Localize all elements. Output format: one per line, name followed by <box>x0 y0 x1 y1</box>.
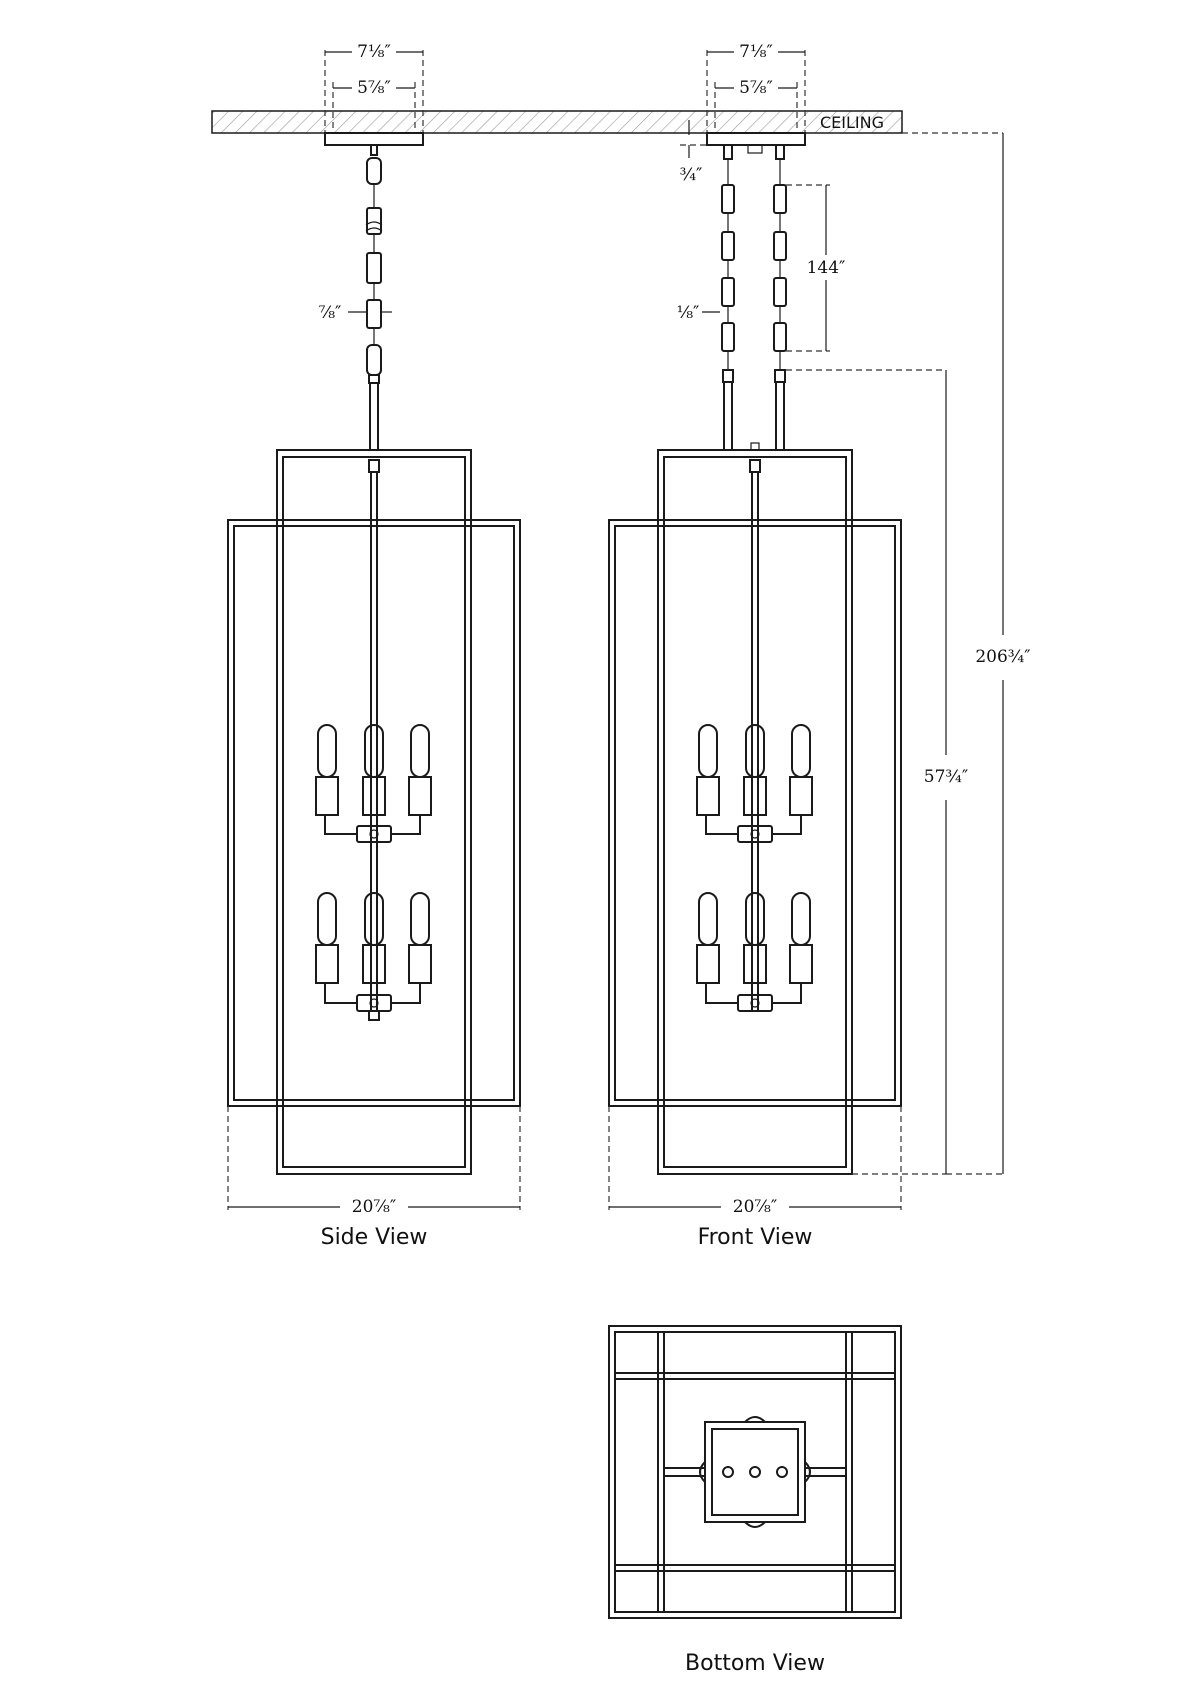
side-inner-frame-outer <box>276 449 472 1175</box>
side-stem <box>369 382 379 451</box>
side-coupler <box>368 459 380 473</box>
side-canopy-dims: 7⅛″ 5⅞″ <box>324 42 424 133</box>
svg-text:57¾″: 57¾″ <box>924 767 968 787</box>
ceiling-label: CEILING <box>820 113 884 132</box>
bottom-canopy-plate <box>704 1421 806 1523</box>
side-canopy-outer-dim: 7⅛″ <box>357 42 391 62</box>
chain-length-dim: 144″ <box>786 184 846 352</box>
side-lower-cluster <box>315 892 432 1021</box>
front-view-label: Front View <box>698 1225 813 1250</box>
front-canopy-inner-dim: 5⅞″ <box>739 78 773 98</box>
front-inner-frame-outer <box>657 449 853 1175</box>
side-outer-frame-inner <box>233 525 515 1101</box>
bottom-screw-center <box>749 1466 761 1478</box>
chain-link-width-dim: ⅞″ <box>319 303 342 323</box>
front-inner-frame-inner <box>663 456 847 1168</box>
overall-height-dim: 206¾″ <box>902 132 1031 1175</box>
bottom-screw-right <box>776 1466 788 1478</box>
front-lower-cluster <box>696 892 813 1012</box>
svg-text:206¾″: 206¾″ <box>975 647 1030 667</box>
chain-gap-dim: ⅛″ <box>677 303 700 323</box>
front-canopy-dims: 7⅛″ 5⅞″ <box>706 42 806 133</box>
side-view: 7⅛″ 5⅞″ ⅞″ <box>227 42 521 1250</box>
front-outer-frame-outer <box>608 519 902 1107</box>
canopy-depth-dim: ¾″ <box>680 165 703 185</box>
front-upper-cluster <box>696 724 813 843</box>
side-view-label: Side View <box>321 1225 428 1250</box>
fixture-height-dim: 57¾″ <box>786 369 968 1175</box>
bottom-inner-frame <box>663 1378 847 1566</box>
front-width-dim: 20⅞″ <box>608 1106 902 1217</box>
front-chain-right <box>773 144 787 451</box>
bottom-screw-left <box>722 1466 734 1478</box>
side-canopy <box>324 132 424 146</box>
front-chain-left <box>721 144 735 451</box>
bottom-view: Bottom View <box>608 1325 902 1676</box>
bottom-outer-frame-inner <box>614 1331 896 1613</box>
svg-text:144″: 144″ <box>807 258 846 278</box>
front-canopy-outer-dim: 7⅛″ <box>739 42 773 62</box>
front-width-value: 20⅞″ <box>733 1197 777 1217</box>
side-upper-cluster <box>315 724 432 843</box>
side-width-value: 20⅞″ <box>352 1197 396 1217</box>
bottom-view-label: Bottom View <box>685 1651 825 1676</box>
front-outer-frame-inner <box>614 525 896 1101</box>
side-outer-frame-outer <box>227 519 521 1107</box>
bottom-outer-frame-outer <box>608 1325 902 1619</box>
side-inner-frame-inner <box>282 456 466 1168</box>
side-width-dim: 20⅞″ <box>227 1106 521 1217</box>
front-canopy <box>706 132 806 146</box>
side-canopy-inner-dim: 5⅞″ <box>357 78 391 98</box>
side-chain: ⅞″ <box>319 144 392 384</box>
front-view: 7⅛″ 5⅞″ ¾″ <box>608 42 902 1250</box>
ceiling: CEILING <box>211 110 903 134</box>
